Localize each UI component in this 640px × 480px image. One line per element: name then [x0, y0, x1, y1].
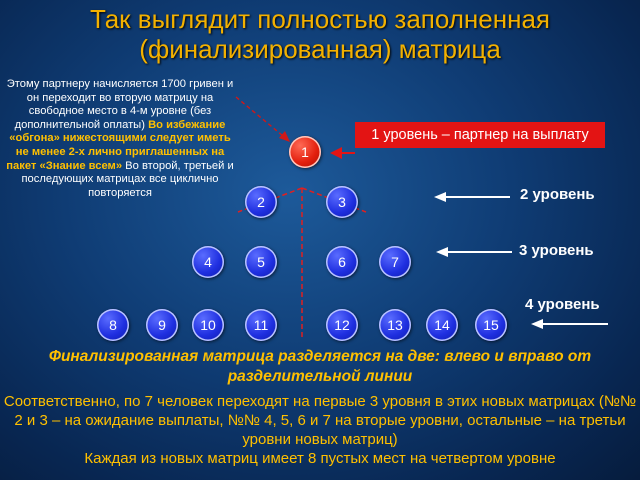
matrix-node-13: 13: [379, 309, 411, 341]
matrix-node-11: 11: [245, 309, 277, 341]
title-line-1: Так выглядит полностью заполненная: [90, 4, 550, 34]
title-line-2: (финализированная) матрица: [139, 34, 501, 64]
note-payment-text: Этому партнеру начисляется 1700 гривен и…: [6, 78, 234, 131]
level-4-arrowhead: [531, 319, 543, 329]
matrix-node-8: 8: [97, 309, 129, 341]
footer-paragraph-2: Каждая из новых матриц имеет 8 пустых ме…: [84, 450, 556, 467]
matrix-node-2: 2: [245, 186, 277, 218]
slide-title: Так выглядит полностью заполненная (фина…: [0, 4, 640, 64]
matrix-node-10: 10: [192, 309, 224, 341]
matrix-node-9: 9: [146, 309, 178, 341]
matrix-node-15: 15: [475, 309, 507, 341]
note-arrow-line: [235, 96, 284, 137]
matrix-node-4: 4: [192, 246, 224, 278]
matrix-node-12: 12: [326, 309, 358, 341]
level-2-label: 2 уровень: [520, 186, 595, 203]
level-3-label: 3 уровень: [519, 242, 594, 259]
note-repeat-text: Во второй, третьей и последующих матрица…: [21, 159, 234, 199]
matrix-node-3: 3: [326, 186, 358, 218]
split-subtitle: Финализированная матрица разделяется на …: [48, 348, 592, 385]
footer-text: Соответственно, по 7 человек переходят н…: [0, 392, 640, 468]
note-warning-text: Во избежание «обгона» нижестоящими следу…: [6, 118, 231, 172]
matrix-node-6: 6: [326, 246, 358, 278]
matrix-node-14: 14: [426, 309, 458, 341]
matrix-node-1: 1: [289, 136, 321, 168]
footer-paragraph-1: Соответственно, по 7 человек переходят н…: [3, 393, 637, 448]
matrix-node-7: 7: [379, 246, 411, 278]
partner-note: Этому партнеру начисляется 1700 гривен и…: [4, 78, 236, 200]
level-2-arrowhead: [434, 192, 446, 202]
badge-arrowhead: [330, 147, 342, 159]
note-arrowhead: [279, 131, 290, 142]
level-4-label: 4 уровень: [525, 296, 600, 313]
level-3-arrowhead: [436, 247, 448, 257]
matrix-node-5: 5: [245, 246, 277, 278]
level-1-badge: 1 уровень – партнер на выплату: [355, 122, 605, 148]
